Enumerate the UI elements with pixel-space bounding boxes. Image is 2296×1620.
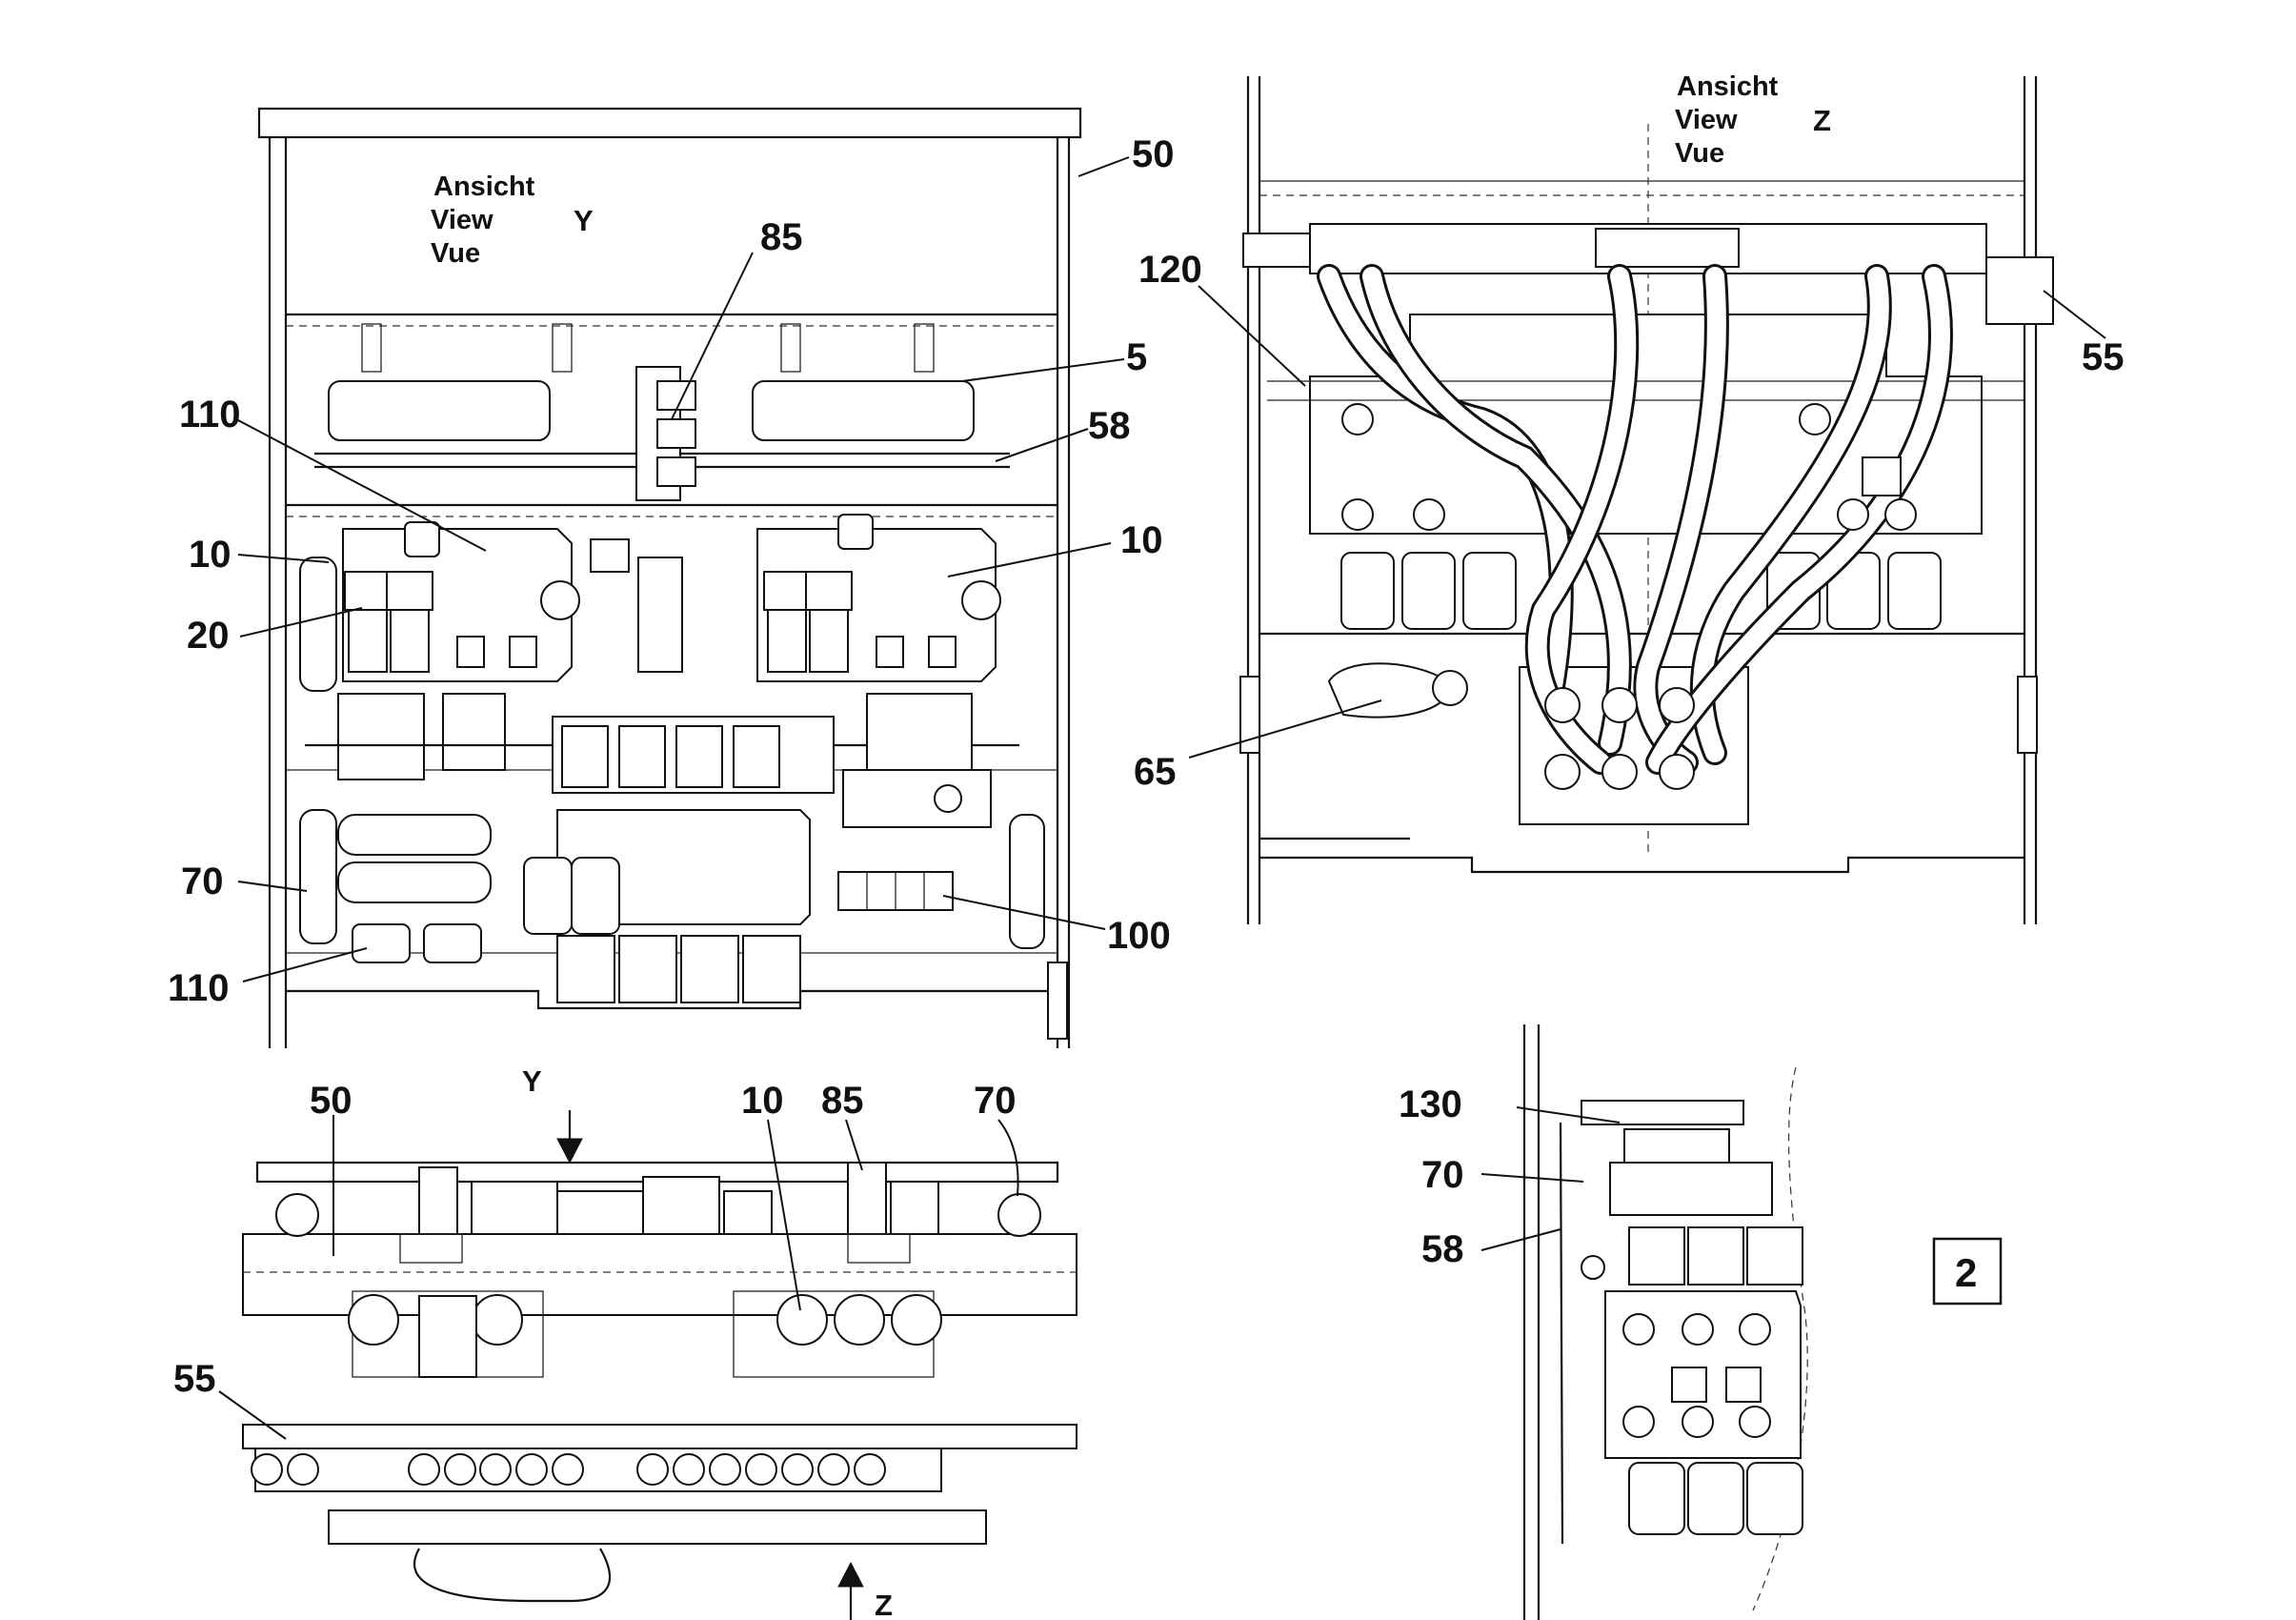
callout-130: 130 [1399,1083,1462,1125]
callout-120: 120 [1138,249,1202,291]
callout-85-front: 85 [760,216,803,258]
view-z-line3: Vue [1675,138,1724,169]
callout-20: 20 [187,615,230,657]
callout-70-top: 70 [974,1080,1017,1122]
rear-view-z [1239,76,2054,924]
view-y-line3: Vue [431,238,480,269]
callout-50-top: 50 [310,1080,352,1122]
callout-70-detail: 70 [1421,1154,1464,1196]
view-y-label: Ansicht View Vue Y [431,172,594,269]
detail-view-callouts: 130 70 58 [1399,1083,1621,1270]
view-y-line2: View [431,205,493,235]
callout-110-upper: 110 [179,394,241,435]
view-y-line1: Ansicht [433,172,535,202]
callout-55-top: 55 [173,1358,216,1400]
callout-65: 65 [1134,751,1177,793]
view-z-label: Ansicht View Vue Z [1675,71,1831,169]
sheet-number: 2 [1955,1250,1977,1295]
callout-58-detail: 58 [1421,1228,1464,1270]
front-view-callouts: 50 85 5 58 110 10 20 10 70 110 100 [168,133,1175,1009]
detail-view [1522,1024,1808,1620]
top-view [242,1110,1078,1620]
callout-85-top: 85 [821,1080,864,1122]
sheet-number-box: 2 [1932,1237,2003,1306]
callout-58-front: 58 [1088,405,1131,447]
callout-10-right: 10 [1120,519,1163,561]
front-view-y [257,107,1082,1048]
callout-5: 5 [1126,336,1147,378]
callout-50-front: 50 [1132,133,1175,175]
arrow-z-letter: Z [875,1589,893,1620]
rear-view-callouts: 120 55 65 [1134,249,2125,793]
callout-10-left: 10 [189,534,232,576]
callout-110-lower: 110 [168,967,230,1009]
view-y-letter: Y [574,204,594,237]
view-z-letter: Z [1813,104,1831,137]
arrow-y-letter: Y [522,1064,542,1098]
callout-55-rear: 55 [2082,336,2125,378]
top-view-callouts: 50 10 85 70 55 [173,1080,1019,1440]
callout-10-top: 10 [741,1080,784,1122]
callout-100: 100 [1107,915,1171,957]
view-z-line2: View [1675,105,1738,135]
view-z-line1: Ansicht [1677,71,1779,102]
callout-70-front: 70 [181,861,224,902]
top-view-arrow-labels: Y Z [522,1064,893,1620]
